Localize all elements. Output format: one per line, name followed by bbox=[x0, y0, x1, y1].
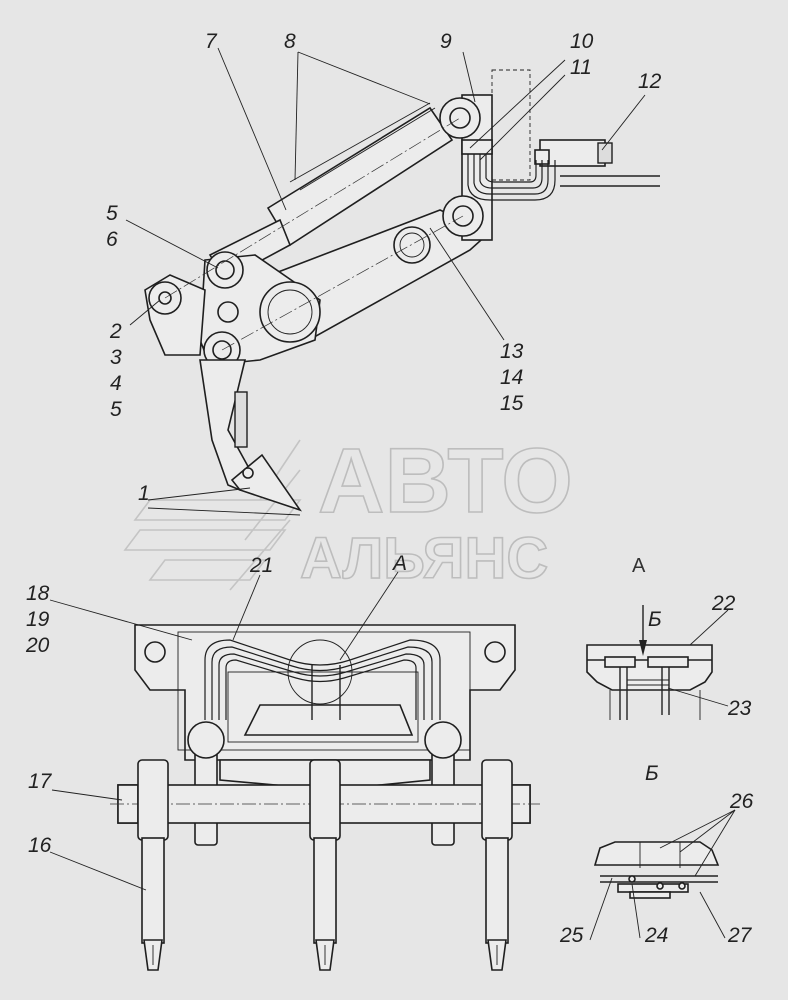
front-hoses bbox=[204, 639, 441, 720]
detail-view-b bbox=[593, 841, 720, 899]
callout-24: 24 bbox=[644, 924, 668, 947]
mounting-frame bbox=[134, 624, 516, 761]
callout-6: 6 bbox=[106, 228, 118, 251]
watermark-line2: АЛЬЯНС bbox=[300, 526, 548, 591]
callout-25: 25 bbox=[559, 924, 584, 947]
view-b-marker: Б bbox=[648, 608, 662, 631]
front-view bbox=[110, 624, 540, 971]
callout-7: 7 bbox=[205, 30, 218, 53]
callout-labels: 1 2 3 4 5 5 6 7 8 9 10 11 12 13 14 15 16… bbox=[25, 30, 754, 947]
callout-17: 17 bbox=[28, 770, 53, 793]
callout-23: 23 bbox=[727, 697, 752, 720]
shank-left bbox=[137, 759, 169, 971]
watermark-emblem bbox=[123, 439, 302, 591]
callout-16: 16 bbox=[28, 834, 52, 857]
valve-block bbox=[534, 139, 660, 187]
callout-18: 18 bbox=[26, 582, 50, 605]
callout-8: 8 bbox=[284, 30, 296, 53]
callout-22: 22 bbox=[711, 592, 736, 615]
callout-10: 10 bbox=[570, 30, 594, 53]
callout-12: 12 bbox=[638, 70, 662, 93]
callout-3: 3 bbox=[110, 346, 122, 369]
callout-5-upper: 5 bbox=[106, 202, 118, 225]
leader-lines bbox=[49, 47, 736, 941]
view-a-marker: А bbox=[391, 552, 407, 575]
callout-5-lower: 5 bbox=[110, 398, 122, 421]
pin-13-15 bbox=[393, 226, 431, 264]
callout-2: 2 bbox=[109, 320, 122, 343]
callout-27: 27 bbox=[727, 924, 753, 947]
side-view bbox=[144, 69, 660, 512]
callout-13: 13 bbox=[500, 340, 524, 363]
callout-19: 19 bbox=[26, 608, 50, 631]
view-a-title: А bbox=[632, 555, 646, 577]
view-b-title: Б bbox=[645, 762, 659, 785]
callout-20: 20 bbox=[25, 634, 50, 657]
callout-11: 11 bbox=[570, 56, 592, 79]
callout-21: 21 bbox=[249, 554, 273, 577]
callout-9: 9 bbox=[440, 30, 452, 53]
callout-15: 15 bbox=[500, 392, 524, 415]
callout-4: 4 bbox=[110, 372, 122, 395]
callout-14: 14 bbox=[500, 366, 523, 389]
callout-26: 26 bbox=[729, 790, 754, 813]
callout-1: 1 bbox=[138, 482, 150, 505]
watermark-line1: АВТО bbox=[318, 430, 573, 532]
detail-view-a bbox=[586, 605, 713, 720]
watermark-logo: АВТО АЛЬЯНС bbox=[123, 429, 574, 592]
shank-center bbox=[309, 759, 341, 971]
shank-right bbox=[481, 759, 513, 971]
hydraulic-hoses bbox=[461, 139, 556, 201]
